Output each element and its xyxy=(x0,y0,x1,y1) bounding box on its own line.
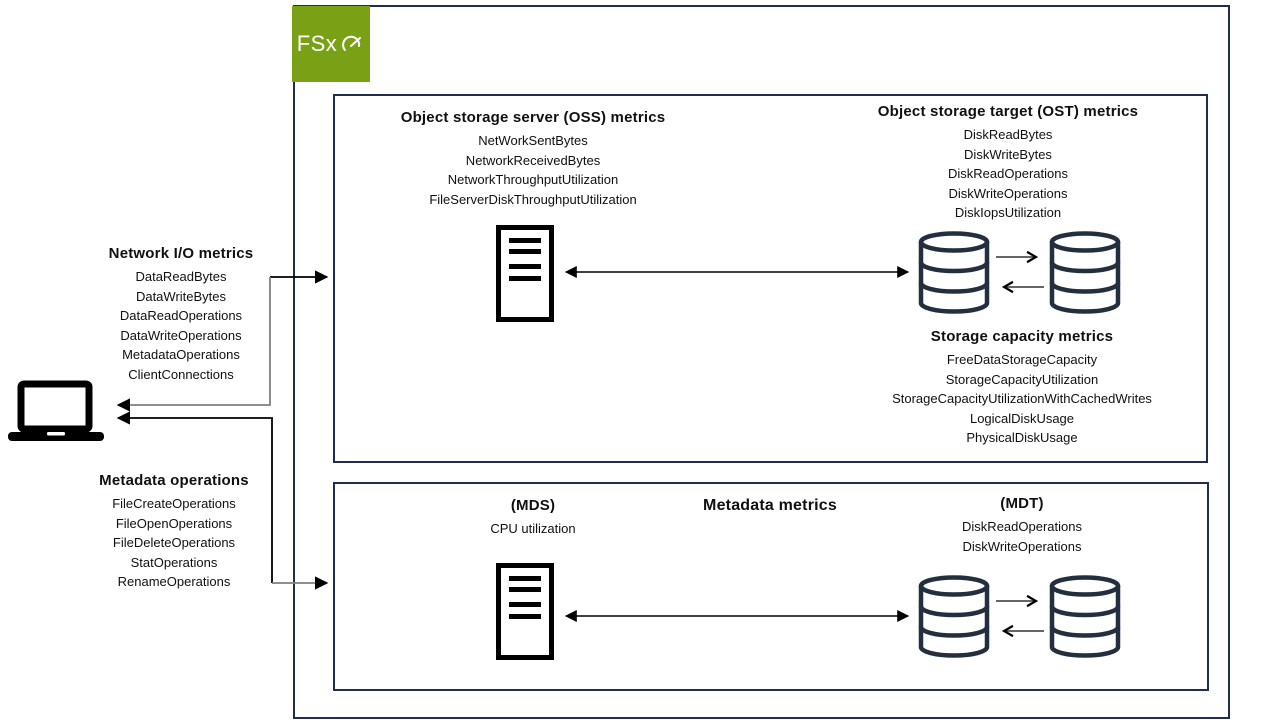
metric-item: StorageCapacityUtilization xyxy=(945,371,1099,387)
gauge-icon xyxy=(342,35,362,51)
metric-item: DataReadOperations xyxy=(119,308,243,323)
fsx-logo: FSx xyxy=(292,6,370,82)
server-line xyxy=(509,238,541,243)
metric-item: DataReadBytes xyxy=(135,269,227,284)
metric-item: DiskReadOperations xyxy=(948,166,1068,181)
server-line xyxy=(509,249,541,254)
server-line xyxy=(509,602,541,607)
metric-item: CPU utilization xyxy=(490,521,576,536)
mds-group: (MDS) CPU utilization xyxy=(490,497,575,539)
database-icon xyxy=(1047,230,1123,321)
oss-metrics-group: Object storage server (OSS) metrics NetW… xyxy=(401,109,666,209)
metric-item: DataWriteOperations xyxy=(120,327,242,343)
network-io-metrics-title: Network I/O metrics xyxy=(108,245,254,262)
metric-item: DiskReadOperations xyxy=(962,519,1082,534)
metric-item: DiskWriteBytes xyxy=(964,146,1052,162)
ost-metrics-group: Object storage target (OST) metrics Disk… xyxy=(878,103,1138,223)
fsx-logo-text: FSx xyxy=(296,31,338,56)
fsx-logo-label: FSx xyxy=(297,31,366,57)
metadata-operations-title: Metadata operations xyxy=(99,472,249,489)
metric-item: RenameOperations xyxy=(117,574,231,589)
metric-item: NetworkReceivedBytes xyxy=(465,152,601,168)
metric-item: DiskWriteOperations xyxy=(962,538,1082,554)
metadata-metrics-title: Metadata metrics xyxy=(703,497,837,514)
metric-item: DiskReadBytes xyxy=(963,127,1053,142)
database-icon xyxy=(916,230,992,321)
metric-item: FreeDataStorageCapacity xyxy=(946,352,1098,367)
oss-ost-box xyxy=(333,94,1208,463)
metric-item: NetworkThroughputUtilization xyxy=(447,172,619,187)
metric-item: FileCreateOperations xyxy=(112,496,236,511)
metadata-box xyxy=(333,482,1209,691)
database-icon xyxy=(1047,574,1123,665)
mds-title: (MDS) xyxy=(510,497,556,514)
server-line xyxy=(509,614,541,619)
oss-metrics-title: Object storage server (OSS) metrics xyxy=(400,109,666,126)
metric-item: DiskIopsUtilization xyxy=(954,205,1062,220)
metric-item: StorageCapacityUtilizationWithCachedWrit… xyxy=(892,391,1152,406)
metric-item: ClientConnections xyxy=(128,366,234,382)
metric-item: MetadataOperations xyxy=(122,347,240,362)
mdt-title: (MDT) xyxy=(1000,495,1044,512)
metric-item: DataWriteBytes xyxy=(135,288,227,304)
metric-item: PhysicalDiskUsage xyxy=(966,430,1078,445)
metric-item: FileServerDiskThroughputUtilization xyxy=(429,191,637,207)
server-icon xyxy=(496,563,554,660)
metric-item: StatOperations xyxy=(130,554,218,570)
mdt-group: (MDT) DiskReadOperations DiskWriteOperat… xyxy=(962,495,1082,556)
file-system-box xyxy=(293,5,1230,719)
storage-capacity-metrics-title: Storage capacity metrics xyxy=(930,328,1114,345)
server-line xyxy=(509,276,541,281)
metric-item: FileOpenOperations xyxy=(115,515,233,531)
metric-item: NetWorkSentBytes xyxy=(478,133,588,148)
metadata-metrics-title-block: Metadata metrics xyxy=(703,497,837,520)
server-line xyxy=(509,264,541,269)
laptop-icon xyxy=(8,380,104,447)
metric-item: DiskWriteOperations xyxy=(948,185,1068,201)
server-line xyxy=(509,587,541,592)
metric-item: LogicalDiskUsage xyxy=(969,410,1075,426)
ost-metrics-title: Object storage target (OST) metrics xyxy=(877,103,1139,120)
database-icon xyxy=(916,574,992,665)
metadata-operations-group: Metadata operations FileCreateOperations… xyxy=(99,472,249,592)
server-icon xyxy=(496,225,554,322)
network-io-metrics-group: Network I/O metrics DataReadBytes DataWr… xyxy=(109,245,254,384)
storage-capacity-metrics-group: Storage capacity metrics FreeDataStorage… xyxy=(892,328,1152,448)
server-line xyxy=(509,576,541,581)
metric-item: FileDeleteOperations xyxy=(112,535,236,550)
